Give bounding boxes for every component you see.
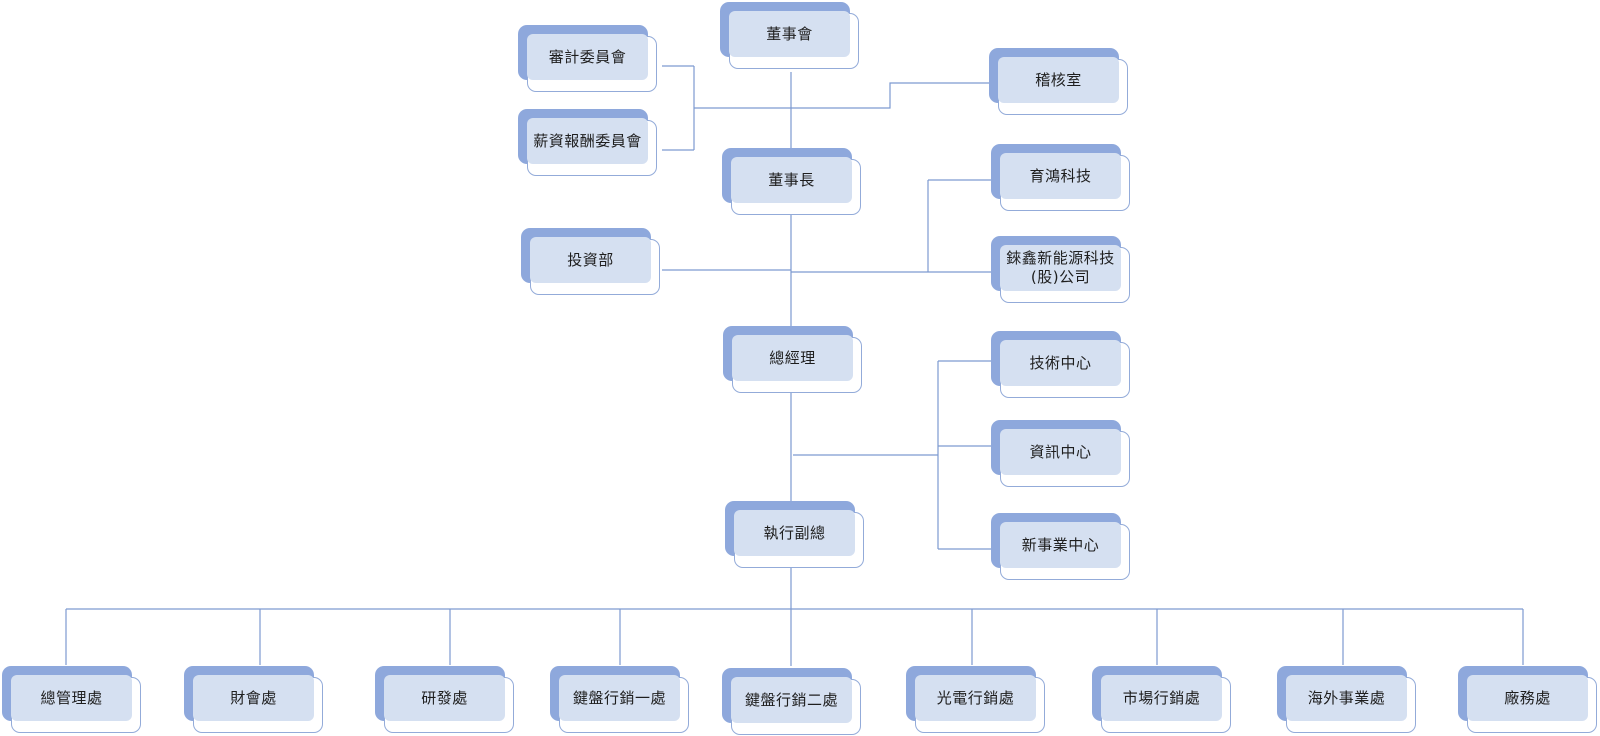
division-label: 鍵盤行銷二處 [731, 677, 852, 723]
division-node[interactable]: 廠務處 [1458, 666, 1597, 733]
node-board-label: 董事會 [729, 11, 850, 57]
node-yuhong-tech-label: 育鴻科技 [1000, 153, 1121, 199]
node-tech-center-label: 技術中心 [1000, 340, 1121, 386]
node-audit-committee-label: 審計委員會 [527, 34, 648, 80]
division-label: 總管理處 [11, 675, 132, 721]
division-label: 市場行銷處 [1101, 675, 1222, 721]
node-info-center[interactable]: 資訊中心 [991, 420, 1130, 487]
division-node[interactable]: 鍵盤行銷一處 [550, 666, 689, 733]
division-node[interactable]: 總管理處 [2, 666, 141, 733]
division-node[interactable]: 研發處 [375, 666, 514, 733]
division-label: 海外事業處 [1286, 675, 1407, 721]
node-new-business-center-label: 新事業中心 [1000, 522, 1121, 568]
division-label: 財會處 [193, 675, 314, 721]
node-yuhong-tech[interactable]: 育鴻科技 [991, 144, 1130, 211]
division-node[interactable]: 鍵盤行銷二處 [722, 668, 861, 735]
node-subsidiary-label: 錸鑫新能源科技(股)公司 [1000, 245, 1121, 291]
node-president[interactable]: 總經理 [723, 326, 862, 393]
node-chairman[interactable]: 董事長 [722, 148, 861, 215]
division-label: 光電行銷處 [915, 675, 1036, 721]
division-label: 鍵盤行銷一處 [559, 675, 680, 721]
division-node[interactable]: 財會處 [184, 666, 323, 733]
node-new-business-center[interactable]: 新事業中心 [991, 513, 1130, 580]
node-president-label: 總經理 [732, 335, 853, 381]
division-node[interactable]: 海外事業處 [1277, 666, 1416, 733]
division-node[interactable]: 光電行銷處 [906, 666, 1045, 733]
division-label: 研發處 [384, 675, 505, 721]
node-investment-dept[interactable]: 投資部 [521, 228, 660, 295]
node-subsidiary[interactable]: 錸鑫新能源科技(股)公司 [991, 236, 1130, 303]
node-audit-office[interactable]: 稽核室 [989, 48, 1128, 115]
node-board[interactable]: 董事會 [720, 2, 859, 69]
node-info-center-label: 資訊中心 [1000, 429, 1121, 475]
node-compensation-committee-label: 薪資報酬委員會 [527, 118, 648, 164]
node-audit-office-label: 稽核室 [998, 57, 1119, 103]
division-node[interactable]: 市場行銷處 [1092, 666, 1231, 733]
node-compensation-committee[interactable]: 薪資報酬委員會 [518, 109, 657, 176]
node-chairman-label: 董事長 [731, 157, 852, 203]
node-audit-committee[interactable]: 審計委員會 [518, 25, 657, 92]
node-evp[interactable]: 執行副總 [725, 501, 864, 568]
node-evp-label: 執行副總 [734, 510, 855, 556]
division-label: 廠務處 [1467, 675, 1588, 721]
node-tech-center[interactable]: 技術中心 [991, 331, 1130, 398]
node-investment-dept-label: 投資部 [530, 237, 651, 283]
